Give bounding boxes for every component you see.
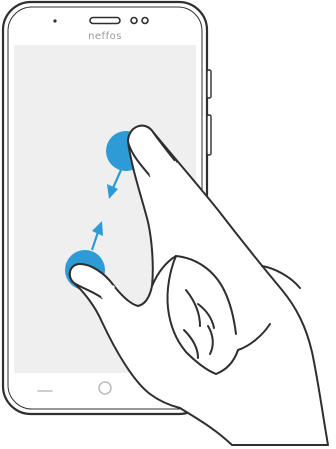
- pinch-arrows: [90, 169, 123, 251]
- proximity-sensor-icon: [141, 16, 149, 25]
- finger-fold-2: [215, 349, 239, 375]
- finger-fold-3: [223, 289, 237, 335]
- curled-fingers: [166, 255, 217, 375]
- front-sensor-icon: [53, 19, 57, 23]
- brand-label: neffos: [88, 31, 122, 42]
- arrow-up-shaft: [90, 231, 100, 251]
- volume-button: [206, 114, 212, 156]
- knuckle-fold: [185, 289, 201, 327]
- hand: [68, 124, 329, 446]
- index-seam: [149, 160, 177, 178]
- front-camera-icon: [130, 16, 138, 25]
- hand-outline: [68, 124, 329, 446]
- thumb-crease: [175, 255, 225, 291]
- arrow-up-head-icon: [92, 221, 103, 236]
- earpiece-speaker-icon: [89, 16, 121, 25]
- power-button: [206, 69, 212, 99]
- fingertip-overlay: [68, 124, 177, 299]
- palm-crease-1: [197, 303, 215, 329]
- thumb-seam: [100, 284, 116, 300]
- wrist-line: [237, 323, 271, 351]
- index-fingertip: [127, 124, 177, 177]
- palm-crease-2: [207, 325, 214, 355]
- overlay-seams: [100, 160, 177, 300]
- back-of-hand-line: [261, 265, 301, 289]
- home-button-icon[interactable]: [98, 381, 112, 395]
- arrow-down-head-icon: [107, 184, 118, 199]
- thumb-tip: [68, 263, 115, 299]
- index-finger-crease: [151, 255, 177, 287]
- palm-crease-3: [183, 329, 199, 359]
- arrow-down-shaft: [111, 169, 123, 189]
